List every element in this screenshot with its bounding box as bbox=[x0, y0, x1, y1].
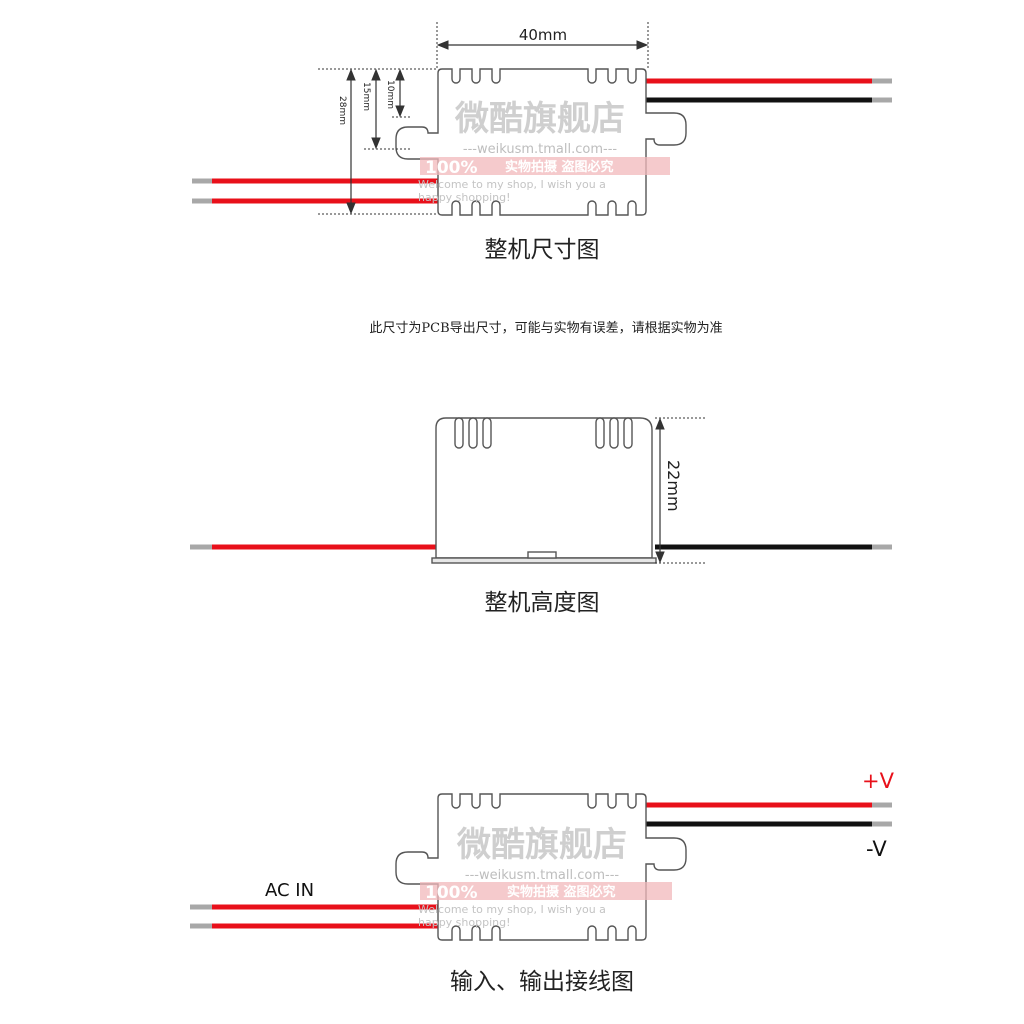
height-dimensions bbox=[318, 68, 436, 215]
dim-width-label: 40mm bbox=[519, 26, 567, 44]
output-plus-label: +V bbox=[862, 769, 895, 793]
dim-15-label: 15mm bbox=[361, 82, 371, 111]
module-side-outline bbox=[431, 417, 657, 564]
watermark-welcome-1: Welcome to my shop, I wish you a bbox=[418, 178, 606, 191]
watermark-top: 微酷旗舰店 ---weikusm.tmall.com--- 100% 实物拍摄 … bbox=[418, 99, 670, 204]
watermark-badge-percent: 100% bbox=[425, 158, 478, 178]
wiring-output-wires bbox=[645, 802, 892, 827]
watermark-welcome-2b: happy shopping! bbox=[418, 916, 511, 929]
side-view: 22mm bbox=[190, 417, 892, 564]
dim-10-label: 10mm bbox=[385, 80, 395, 109]
dim-height-label: 22mm bbox=[664, 460, 683, 512]
watermark-badge-percent-2: 100% bbox=[425, 883, 478, 903]
watermark-welcome-2: happy shopping! bbox=[418, 191, 511, 204]
side-view-caption: 整机高度图 bbox=[484, 590, 600, 616]
output-wires bbox=[645, 78, 892, 103]
watermark-welcome-1b: Welcome to my shop, I wish you a bbox=[418, 903, 606, 916]
wiring-input-wires bbox=[190, 904, 440, 929]
watermark-url: ---weikusm.tmall.com--- bbox=[463, 142, 617, 157]
top-view: 40mm 28mm 15mm 10mm 微酷旗舰店 ---weikusm.tma… bbox=[192, 22, 892, 216]
wiring-view: +V -V AC IN 微酷旗舰店 ---weikusm.tmall.com--… bbox=[190, 769, 895, 941]
watermark-wiring: 微酷旗舰店 ---weikusm.tmall.com--- 100% 实物拍摄 … bbox=[418, 825, 672, 929]
side-height-dimension bbox=[655, 417, 705, 564]
watermark-url-2: ---weikusm.tmall.com--- bbox=[465, 868, 619, 883]
watermark-shop-name-2: 微酷旗舰店 bbox=[456, 825, 627, 865]
input-wires bbox=[192, 178, 440, 204]
dim-28-label: 28mm bbox=[337, 96, 347, 125]
width-dimension bbox=[436, 22, 649, 70]
watermark-badge-text: 实物拍摄 盗图必究 bbox=[505, 159, 614, 175]
top-view-caption: 整机尺寸图 bbox=[484, 237, 600, 263]
watermark-shop-name: 微酷旗舰店 bbox=[454, 99, 625, 139]
dimension-note: 此尺寸为PCB导出尺寸，可能与实物有误差，请根据实物为准 bbox=[369, 321, 723, 336]
output-minus-label: -V bbox=[866, 837, 887, 861]
watermark-badge-text-2: 实物拍摄 盗图必究 bbox=[507, 884, 616, 900]
wiring-view-caption: 输入、输出接线图 bbox=[450, 969, 634, 995]
ac-in-label: AC IN bbox=[265, 880, 314, 901]
